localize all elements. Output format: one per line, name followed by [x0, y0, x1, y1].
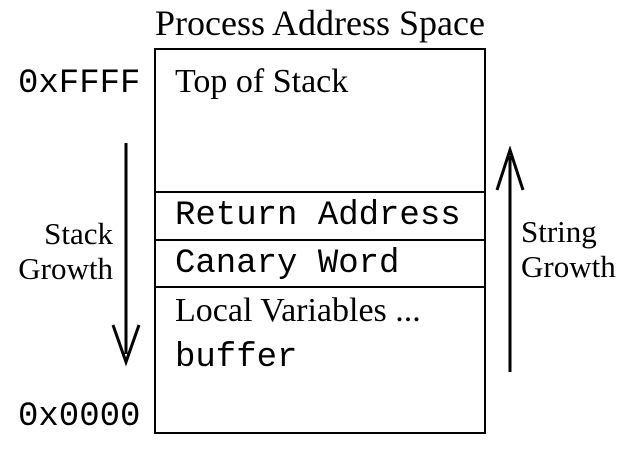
string-growth-line1: String — [521, 214, 597, 249]
stack-growth-arrow-down-icon — [111, 143, 141, 367]
string-growth-line2: Growth — [521, 249, 616, 284]
section-return-address: Return Address — [156, 193, 484, 241]
canary-word-label: Canary Word — [175, 244, 400, 283]
address-label-bottom: 0x0000 — [18, 398, 141, 436]
local-variables-label: Local Variables ... — [175, 292, 421, 329]
section-local-variables: Local Variables ... buffer — [156, 288, 484, 432]
top-of-stack-label: Top of Stack — [175, 63, 349, 100]
section-canary-word: Canary Word — [156, 241, 484, 288]
diagram-title: Process Address Space — [155, 3, 485, 43]
memory-box: Top of Stack Return Address Canary Word … — [154, 48, 486, 434]
stack-growth-line1: Stack — [44, 216, 113, 251]
stack-growth-line2: Growth — [18, 251, 113, 286]
buffer-label: buffer — [175, 339, 298, 377]
stack-growth-label: Stack Growth — [0, 216, 113, 286]
return-address-label: Return Address — [175, 197, 461, 235]
address-label-top: 0xFFFF — [18, 65, 141, 103]
string-growth-arrow-up-icon — [495, 146, 525, 372]
section-top-of-stack: Top of Stack — [156, 50, 484, 193]
string-growth-label: String Growth — [521, 214, 616, 284]
